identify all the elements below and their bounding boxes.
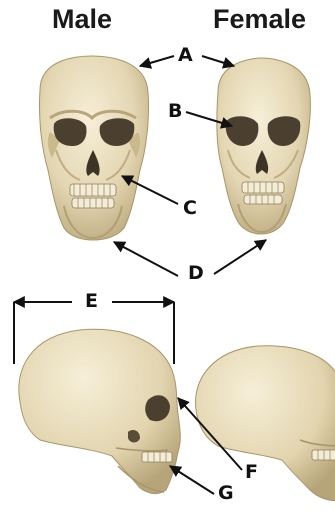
- male-skull-side: [19, 329, 181, 493]
- label-b: B: [168, 102, 182, 121]
- female-skull-front: [217, 58, 311, 234]
- label-f: F: [245, 463, 258, 482]
- label-a: A: [178, 46, 193, 65]
- male-skull-front: [39, 56, 148, 240]
- label-g: G: [218, 484, 234, 503]
- female-skull-side: [196, 346, 335, 501]
- label-c: C: [183, 199, 197, 218]
- label-e: E: [85, 292, 98, 311]
- label-d: D: [188, 264, 204, 283]
